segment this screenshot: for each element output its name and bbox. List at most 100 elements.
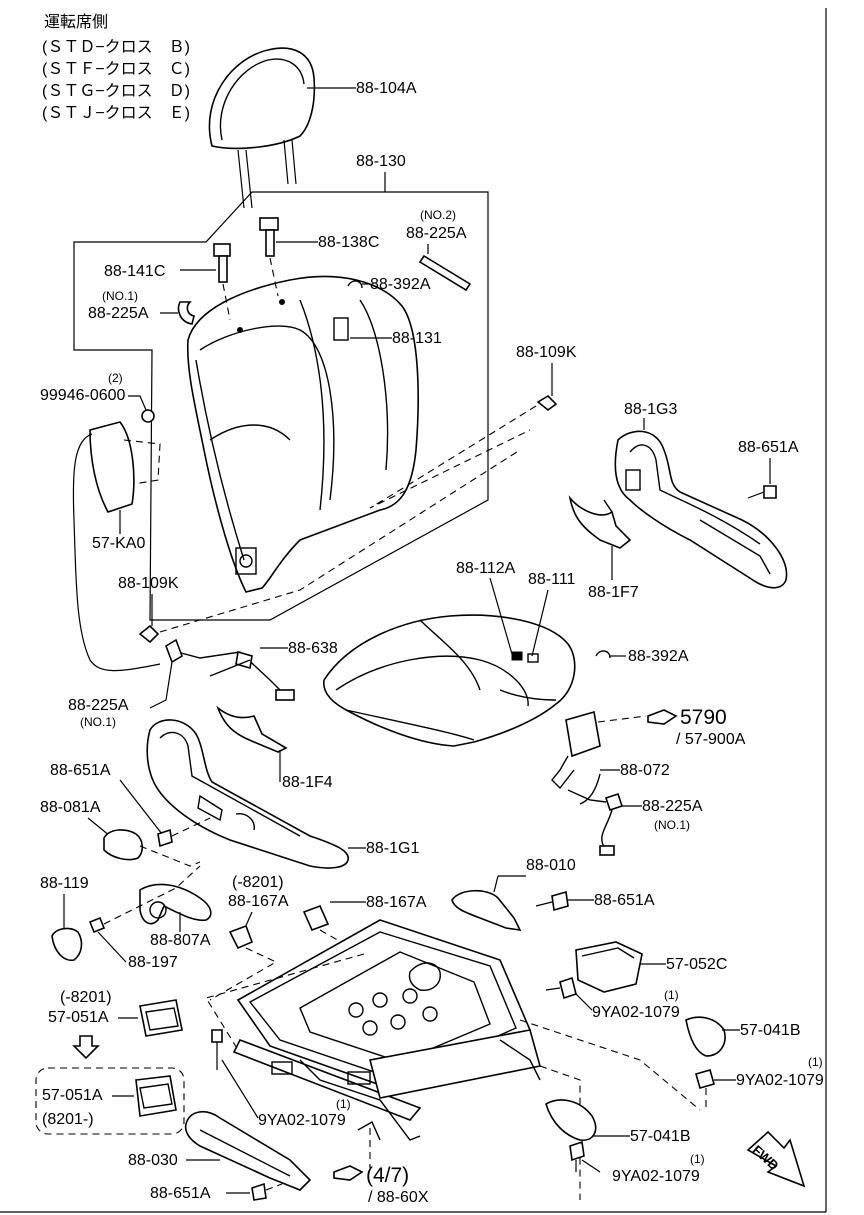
label-88-651A-left: 88-651A xyxy=(50,762,111,779)
label-88-167A-left: 88-167A xyxy=(228,893,289,910)
headrest-guide-left xyxy=(213,243,231,321)
bracket-57-051A-box xyxy=(135,1075,177,1117)
label-57-051A-top: 57-051A xyxy=(48,1009,109,1026)
label-9YA02-br: 9YA02-1079 xyxy=(612,1168,700,1185)
leader-99946-0600 xyxy=(128,395,147,411)
label-88-225A-no2-note: (NO.2) xyxy=(420,208,456,222)
label-57-KA0: 57-KA0 xyxy=(92,535,145,552)
ref-arrow-5790 xyxy=(647,709,678,725)
label-88-225A-no1-note: (NO.1) xyxy=(102,289,138,303)
cover-57-041B-top xyxy=(685,1016,726,1057)
label-88-109K-top: 88-109K xyxy=(516,344,577,361)
label-88-167A-right: 88-167A xyxy=(366,894,427,911)
cover-88-119 xyxy=(51,927,83,961)
leader-88-651A-left xyxy=(119,779,163,835)
headrest-part xyxy=(208,47,316,209)
header-line-stf: (ＳＴＦ−クロス Ｃ) xyxy=(42,60,190,78)
connector-88-638 xyxy=(275,689,295,701)
clip-88-225A-no1 xyxy=(177,301,195,325)
label-88-104A: 88-104A xyxy=(356,80,417,97)
label-88-030: 88-030 xyxy=(128,1152,178,1169)
label-9YA02-bottom-qty: (1) xyxy=(336,1097,351,1111)
label-88-225A-no2: 88-225A xyxy=(406,225,467,242)
label-9YA02-br-qty: (1) xyxy=(690,1152,705,1166)
label-88-109K-left: 88-109K xyxy=(118,575,179,592)
label-88-651A-mid: 88-651A xyxy=(594,892,655,909)
lever-88-807A xyxy=(139,883,212,925)
fwd-arrow-icon: FWD xyxy=(746,1130,806,1188)
clip-88-167A-right xyxy=(302,904,330,932)
label-88-138C: 88-138C xyxy=(318,234,379,251)
label-88-131: 88-131 xyxy=(392,330,442,347)
leader-88-081A xyxy=(87,817,111,837)
screw-88-651A-right xyxy=(763,485,777,499)
header-title: 運転席側 xyxy=(44,13,108,31)
label-88-225A-left-note: (NO.1) xyxy=(80,715,116,729)
bolt-9YA02-top xyxy=(559,976,577,1000)
label-9YA02-right: 9YA02-1079 xyxy=(736,1072,824,1089)
side-shield-88-1G1 xyxy=(146,719,349,869)
label-8201-b: (-8201) xyxy=(60,989,112,1006)
label-57-051A-box: 57-051A xyxy=(42,1087,103,1104)
knob-88-081A xyxy=(103,829,144,861)
leader-9YA02-br xyxy=(581,1159,601,1173)
label-5790: 5790 xyxy=(680,706,727,729)
label-88-225A-no1: 88-225A xyxy=(88,305,149,322)
header-line-std: (ＳＴＤ−クロス Ｂ) xyxy=(42,38,190,56)
side-shield-88-1G3 xyxy=(614,430,788,589)
label-47: (4/7) xyxy=(366,1164,409,1187)
label-88-225A-right-note: (NO.1) xyxy=(654,818,690,832)
clip-88-167A-left xyxy=(228,924,254,950)
bolt-9YA02-br xyxy=(569,1140,585,1162)
label-8201-a: (-8201) xyxy=(232,874,284,891)
ref-arrow-47 xyxy=(333,1165,364,1181)
label-57-900A: / 57-900A xyxy=(676,731,746,748)
leader-88-225A-left xyxy=(149,661,173,709)
seat-frame-rails xyxy=(232,919,542,1141)
screw-88-651A-bottom xyxy=(251,1182,267,1201)
clip-88-225A-left xyxy=(165,638,183,664)
clip-88-392A-mid xyxy=(595,650,611,659)
label-57-041B-top: 57-041B xyxy=(740,1022,801,1039)
label-88-651A-right: 88-651A xyxy=(738,439,799,456)
label-99946-0600: 99946-0600 xyxy=(40,387,126,404)
bracket-57-052C xyxy=(575,941,643,993)
cover-88-010 xyxy=(451,889,522,932)
screw-88-651A-left xyxy=(157,828,173,848)
label-9YA02-bottom: 9YA02-1079 xyxy=(258,1112,346,1129)
harness-88-072 xyxy=(567,789,607,803)
label-88-807A: 88-807A xyxy=(150,932,211,949)
label-57-052C: 57-052C xyxy=(666,956,727,973)
leader-88-111 xyxy=(531,589,549,657)
bolt-9YA02-bottom xyxy=(211,1029,223,1043)
seatback-group-outline xyxy=(73,191,489,621)
airbag-wire xyxy=(72,433,161,672)
seat-cushion-part xyxy=(323,614,576,747)
down-arrow-icon xyxy=(72,1035,100,1060)
label-99946-qty: (2) xyxy=(108,371,123,385)
screw-88-651A-mid xyxy=(551,890,569,912)
label-88-072: 88-072 xyxy=(620,762,670,779)
label-88-638: 88-638 xyxy=(288,640,338,657)
label-9YA02-top-qty: (1) xyxy=(664,988,679,1002)
label-9YA02-right-qty: (1) xyxy=(808,1055,823,1069)
label-9YA02-top: 9YA02-1079 xyxy=(592,1004,680,1021)
bolt-88-109K-left xyxy=(138,624,160,644)
bolt-88-109K-top xyxy=(536,394,558,412)
header-line-stj: (ＳＴＪ−クロス Ｅ) xyxy=(42,104,190,122)
label-88-130: 88-130 xyxy=(356,153,406,170)
label-88-1G3: 88-1G3 xyxy=(624,401,677,418)
bolt-9YA02-right xyxy=(695,1069,715,1089)
dash-88-109K-left xyxy=(159,449,521,633)
clip-88-392A-top xyxy=(347,280,363,289)
label-57-041B-bottom: 57-041B xyxy=(630,1128,691,1145)
callout-box-57-051A xyxy=(35,1067,185,1135)
label-88-392A-top: 88-392A xyxy=(370,276,431,293)
headrest-guide-right xyxy=(259,217,279,297)
label-88-081A: 88-081A xyxy=(40,799,101,816)
leader-9YA02-bottom xyxy=(221,1059,259,1119)
strap-88-225A-no2 xyxy=(418,254,472,292)
dash-57-KA0 xyxy=(123,439,161,485)
bracket-88-1F4 xyxy=(216,705,288,753)
